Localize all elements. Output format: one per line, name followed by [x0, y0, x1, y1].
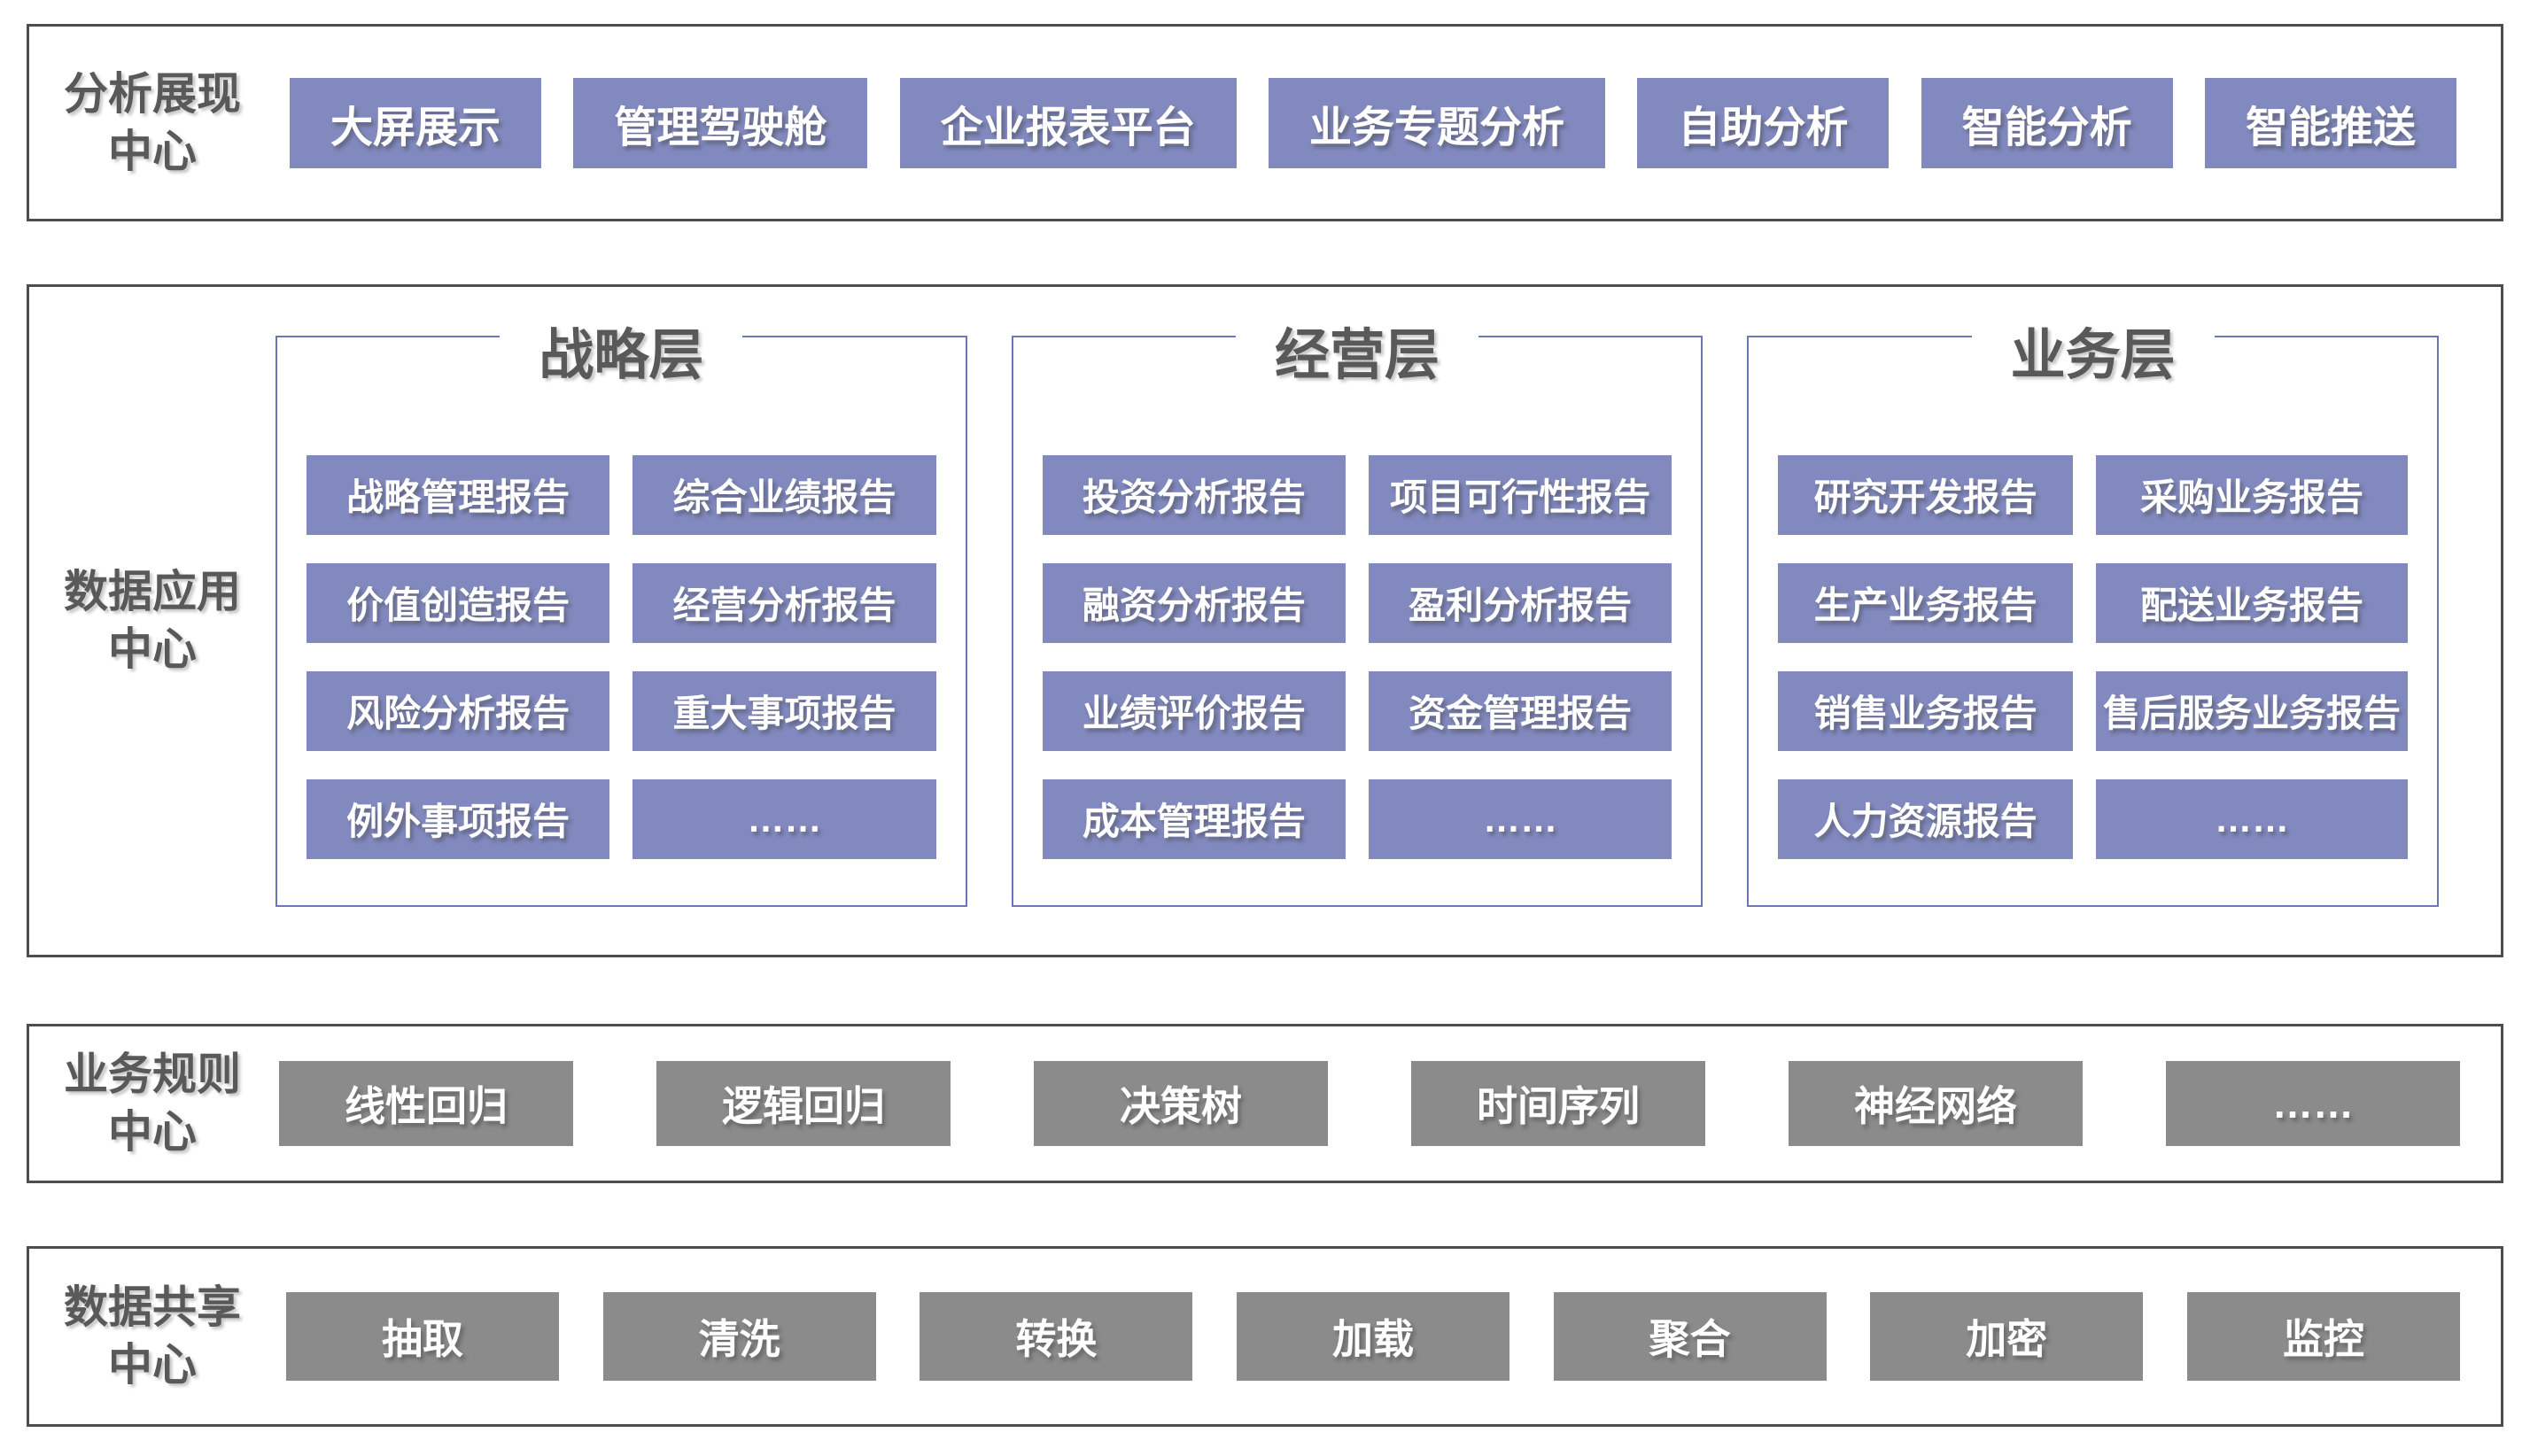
node-block: 融资分析报告: [1042, 562, 1346, 643]
section-data-sharing-center: 数据共享 中心 抽取 清洗 转换 加载 聚合 加密 监控: [27, 1246, 2503, 1427]
section-label-line: 分析展现: [64, 68, 241, 119]
section-label-line: 业务规则: [64, 1049, 241, 1099]
node-block: 人力资源报告: [1778, 778, 2073, 859]
node-block: 智能分析: [1921, 77, 2173, 168]
node-block: 业务专题分析: [1268, 77, 1605, 168]
node-block: 业绩评价报告: [1042, 670, 1346, 751]
group-strategic-layer: 战略层 战略管理报告 综合业绩报告 价值创造报告 经营分析报告 风险分析报告 重…: [276, 328, 967, 907]
node-block: 盈利分析报告: [1369, 562, 1672, 643]
node-block: 项目可行性报告: [1369, 454, 1672, 535]
section-label-line: 中心: [108, 624, 197, 674]
section-business-rules-center: 业务规则 中心 线性回归 逻辑回归 决策树 时间序列 神经网络 ……: [27, 1024, 2503, 1183]
section-label-analysis-display-center: 分析展现 中心: [29, 66, 276, 181]
node-block: 加密: [1870, 1292, 2144, 1381]
node-block: 大屏展示: [290, 77, 542, 168]
node-block: 售后服务业务报告: [2096, 670, 2409, 751]
node-block: 时间序列: [1411, 1061, 1705, 1146]
node-block: 综合业绩报告: [632, 454, 936, 535]
section-label-line: 中心: [108, 126, 197, 176]
node-block: 聚合: [1553, 1292, 1827, 1381]
node-block-ellipsis: ……: [632, 778, 936, 859]
section-label-line: 中心: [108, 1340, 197, 1390]
node-block: 线性回归: [279, 1061, 573, 1146]
sharing-blocks-row: 抽取 清洗 转换 加载 聚合 加密 监控: [286, 1292, 2460, 1381]
group-title: 经营层: [1235, 328, 1479, 383]
section-label-business-rules-center: 业务规则 中心: [29, 1046, 276, 1161]
node-block: 管理驾驶舱: [573, 77, 868, 168]
section-label-data-sharing-center: 数据共享 中心: [29, 1279, 276, 1394]
node-block: 例外事项报告: [307, 778, 610, 859]
rules-blocks-row: 线性回归 逻辑回归 决策树 时间序列 神经网络 ……: [279, 1061, 2460, 1146]
group-operations-layer: 经营层 投资分析报告 项目可行性报告 融资分析报告 盈利分析报告 业绩评价报告 …: [1011, 328, 1703, 907]
group-title: 战略层: [500, 328, 743, 383]
node-block: 经营分析报告: [632, 562, 936, 643]
node-block: 投资分析报告: [1042, 454, 1346, 535]
node-block: 智能推送: [2204, 77, 2456, 168]
analysis-blocks-row: 大屏展示 管理驾驶舱 企业报表平台 业务专题分析 自助分析 智能分析 智能推送: [290, 77, 2456, 168]
node-block-ellipsis: ……: [2096, 778, 2409, 859]
node-block: 自助分析: [1637, 77, 1890, 168]
group-title: 业务层: [1971, 328, 2215, 383]
node-block: 转换: [920, 1292, 1193, 1381]
node-block: 抽取: [286, 1292, 559, 1381]
section-label-line: 数据共享: [64, 1282, 241, 1332]
node-block: 风险分析报告: [307, 670, 610, 751]
node-block: 监控: [2186, 1292, 2460, 1381]
node-block: 重大事项报告: [632, 670, 936, 751]
group-grid: 研究开发报告 采购业务报告 生产业务报告 配送业务报告 销售业务报告 售后服务业…: [1778, 454, 2409, 859]
node-block: 决策树: [1034, 1061, 1328, 1146]
node-block: 销售业务报告: [1778, 670, 2073, 751]
node-block: 加载: [1236, 1292, 1509, 1381]
group-grid: 战略管理报告 综合业绩报告 价值创造报告 经营分析报告 风险分析报告 重大事项报…: [307, 454, 936, 859]
data-application-groups: 战略层 战略管理报告 综合业绩报告 价值创造报告 经营分析报告 风险分析报告 重…: [276, 328, 2440, 907]
section-label-data-application-center: 数据应用 中心: [29, 563, 276, 678]
node-block: 战略管理报告: [307, 454, 610, 535]
node-block: 成本管理报告: [1042, 778, 1346, 859]
group-business-layer: 业务层 研究开发报告 采购业务报告 生产业务报告 配送业务报告 销售业务报告 售…: [1747, 328, 2440, 907]
node-block: 采购业务报告: [2096, 454, 2409, 535]
node-block: 研究开发报告: [1778, 454, 2073, 535]
group-grid: 投资分析报告 项目可行性报告 融资分析报告 盈利分析报告 业绩评价报告 资金管理…: [1042, 454, 1672, 859]
node-block: 清洗: [602, 1292, 876, 1381]
section-label-line: 数据应用: [64, 567, 241, 616]
node-block: 逻辑回归: [656, 1061, 951, 1146]
node-block-ellipsis: ……: [1369, 778, 1672, 859]
section-label-line: 中心: [108, 1107, 197, 1157]
node-block: 配送业务报告: [2096, 562, 2409, 643]
node-block: 神经网络: [1789, 1061, 2083, 1146]
section-data-application-center: 数据应用 中心 战略层 战略管理报告 综合业绩报告 价值创造报告 经营分析报告 …: [27, 284, 2503, 957]
node-block: 价值创造报告: [307, 562, 610, 643]
node-block: 资金管理报告: [1369, 670, 1672, 751]
node-block-ellipsis: ……: [2166, 1061, 2460, 1146]
node-block: 企业报表平台: [899, 77, 1237, 168]
section-analysis-display-center: 分析展现 中心 大屏展示 管理驾驶舱 企业报表平台 业务专题分析 自助分析 智能…: [27, 24, 2503, 221]
node-block: 生产业务报告: [1778, 562, 2073, 643]
